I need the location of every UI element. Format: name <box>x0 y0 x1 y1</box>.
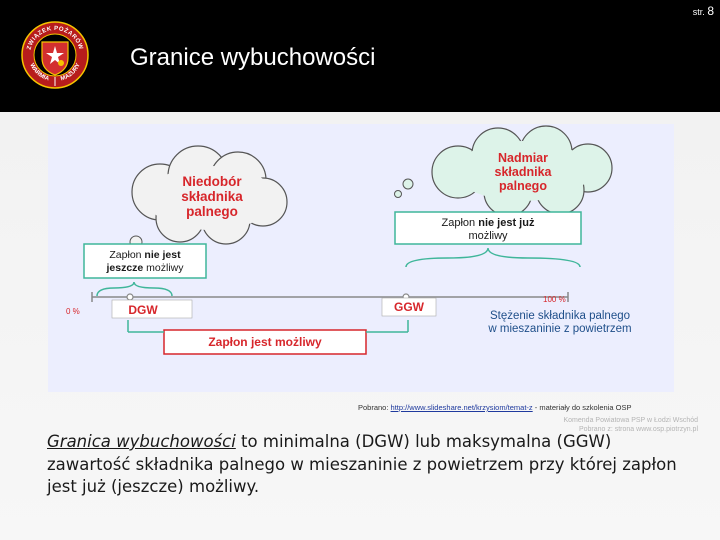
box-left-bold-1: nie jest <box>144 249 181 261</box>
source-prefix: Pobrano: <box>358 403 389 412</box>
slide-header: str. 8 ZWIĄZEK POŻARÓW WARMIA MAZURY Gra… <box>0 0 720 112</box>
page-number-value: 8 <box>707 4 714 18</box>
box-left-pre: Zapłon <box>109 249 144 261</box>
box-ignition-possible <box>163 329 367 355</box>
box-right-line-2: możliwy <box>468 230 508 242</box>
box-ignition-no-longer: Zapłon nie jest już możliwy <box>394 211 582 245</box>
dgw-marker <box>126 293 134 301</box>
source-suffix: - materiały do szkolenia OSP <box>534 403 632 412</box>
axis-label-100: 100 % <box>543 295 566 304</box>
cloud-right: Nadmiar składnika palnego <box>394 125 613 217</box>
stamp-line-1: Komenda Powiatowa PSP w Łodzi Wschód <box>563 417 699 424</box>
explosive-limits-diagram: Niedobór składnika palnego Nadmiar skład… <box>48 124 674 392</box>
definition-paragraph: Granica wybuchowości to minimalna (DGW) … <box>47 431 687 499</box>
box-left-bold-2: jeszcze <box>105 262 143 274</box>
box-right-pre: Zapłon <box>442 217 479 229</box>
axis-title-line-1: Stężenie składnika palnego <box>490 310 630 322</box>
svg-text:Zapłon nie jest już: Zapłon nie jest już <box>442 217 535 229</box>
brace-right <box>405 247 581 268</box>
brace-left <box>96 281 173 297</box>
source-link[interactable]: http://www.slideshare.net/krzysiom/temat… <box>390 403 533 412</box>
definition-text: to minimalna (DGW) lub maksymalna (GGW) … <box>47 432 677 496</box>
cloud-right-line-1: Nadmiar <box>498 151 548 165</box>
definition-term: Granica wybuchowości <box>47 432 236 451</box>
stamp-line-2: Pobrano z: strona www.osp.piotrzyn.pl <box>578 426 698 433</box>
slide-title: Granice wybuchowości <box>130 44 376 71</box>
box-ignition-not-yet: Zapłon nie jest jeszcze możliwy <box>83 243 207 279</box>
ignition-possible-label: Zapłon jest możliwy <box>208 335 322 349</box>
cloud-left-line-3: palnego <box>186 204 238 219</box>
axis-label-0: 0 % <box>66 307 80 316</box>
cloud-right-line-3: palnego <box>499 179 547 193</box>
source-caption: Pobrano: http://www.slideshare.net/krzys… <box>358 403 632 412</box>
cloud-left-line-2: składnika <box>181 189 243 204</box>
svg-text:jeszcze możliwy: jeszcze możliwy <box>105 262 184 274</box>
axis-title-line-2: w mieszaninie z powietrzem <box>487 323 631 335</box>
ggw-label: GGW <box>394 300 425 314</box>
cloud-left: Niedobór składnika palnego <box>121 145 288 259</box>
page-number: str. 8 <box>693 4 714 18</box>
page-prefix: str. <box>692 7 705 17</box>
svg-text:Zapłon nie jest: Zapłon nie jest <box>109 249 181 261</box>
fire-brigade-logo: ZWIĄZEK POŻARÓW WARMIA MAZURY <box>21 21 89 89</box>
box-right-bold: nie jest już <box>478 217 535 229</box>
dgw-label: DGW <box>128 303 158 317</box>
cloud-right-line-2: składnika <box>495 165 553 179</box>
watermark-stamp: Komenda Powiatowa PSP w Łodzi Wschód Pob… <box>458 416 699 434</box>
box-left-post: możliwy <box>143 262 184 274</box>
cloud-left-line-1: Niedobór <box>182 174 242 189</box>
